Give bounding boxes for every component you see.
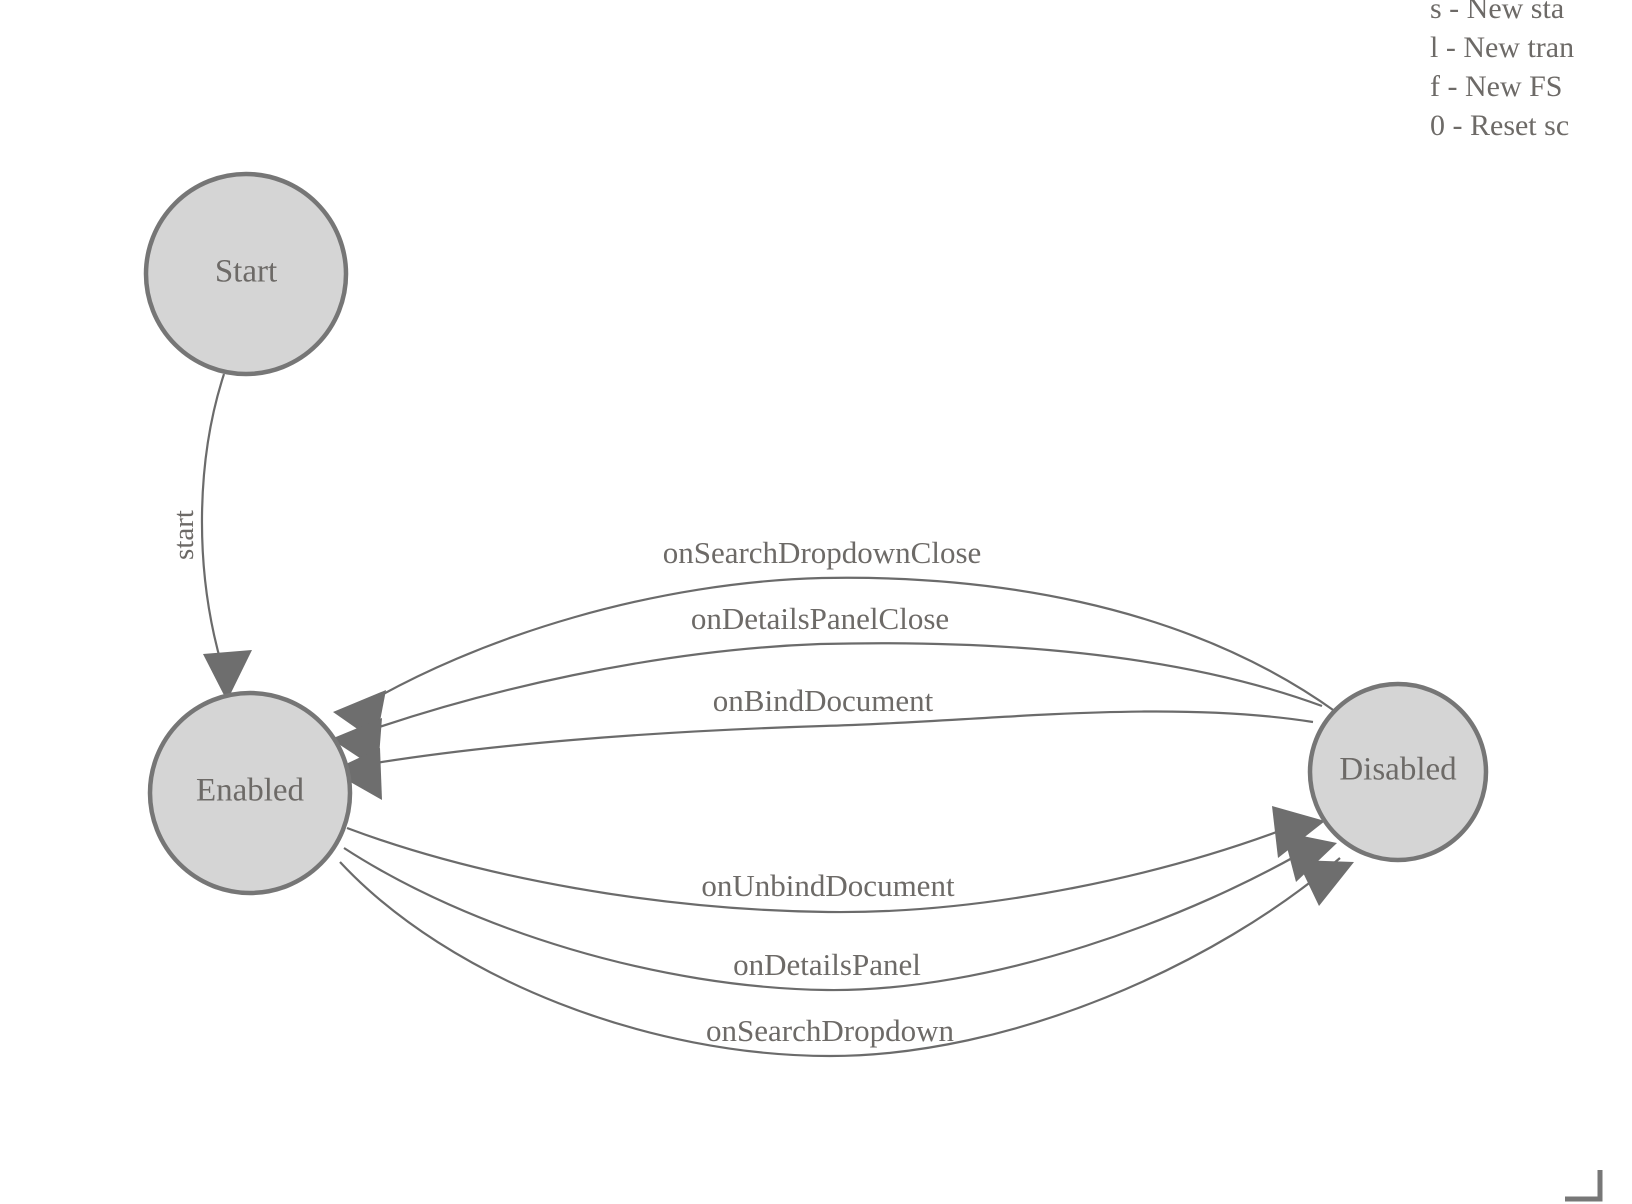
transition-on-search-dropdown-arrowhead (1297, 860, 1354, 906)
help-overlay: s - New sta l - New tran f - New FS 0 - … (1430, 0, 1574, 142)
transition-label-on-details-panel-close[interactable]: onDetailsPanelClose (691, 601, 949, 636)
transition-on-search-dropdown[interactable] (339, 857, 1354, 1058)
edge-layer (200, 373, 1354, 1058)
state-node-start-label: Start (215, 254, 277, 290)
transition-on-details-panel-arrowhead (1283, 832, 1337, 882)
transition-on-unbind-document-path[interactable] (346, 818, 1309, 914)
transition-on-unbind-document-arrowhead (1272, 806, 1325, 858)
transition-on-search-dropdown-path[interactable] (339, 857, 1341, 1058)
state-node-start[interactable]: Start (143, 171, 349, 377)
state-node-disabled-label: Disabled (1339, 752, 1457, 788)
edge-label-layer: start onSearchDropdownClose onDetailsPan… (168, 510, 981, 1048)
transition-label-start[interactable]: start (168, 510, 200, 560)
node-layer: Start Enabled Disabled (143, 171, 1489, 896)
transition-label-on-search-dropdown[interactable]: onSearchDropdown (706, 1013, 954, 1048)
transition-start-path[interactable] (200, 373, 226, 667)
transition-on-details-panel-path[interactable] (343, 841, 1321, 992)
transition-on-unbind-document[interactable] (346, 806, 1325, 914)
transition-on-search-dropdown-close-path[interactable] (351, 576, 1337, 713)
corner-handle-mark[interactable] (1565, 1170, 1603, 1202)
transition-start-arrowhead (203, 650, 252, 701)
state-node-disabled[interactable]: Disabled (1307, 681, 1489, 863)
transition-on-details-panel-close-path[interactable] (347, 642, 1323, 740)
transition-on-details-panel[interactable] (343, 832, 1337, 992)
canvas-corner-handle[interactable] (1565, 1170, 1603, 1202)
transition-label-on-bind-document[interactable]: onBindDocument (713, 683, 934, 718)
transition-on-bind-document-path[interactable] (345, 710, 1314, 770)
transition-start[interactable] (200, 373, 252, 701)
state-node-enabled-label: Enabled (196, 773, 305, 809)
transition-label-on-search-dropdown-close[interactable]: onSearchDropdownClose (663, 535, 982, 570)
transition-on-bind-document-arrowhead (331, 748, 382, 800)
help-line-new-fsm: f - New FS (1430, 70, 1563, 103)
state-node-disabled-circle[interactable] (1307, 681, 1489, 863)
state-node-enabled[interactable]: Enabled (147, 690, 353, 896)
help-line-reset-scale: 0 - Reset sc (1430, 109, 1569, 142)
help-line-new-transition: l - New tran (1430, 31, 1574, 64)
transition-label-on-details-panel[interactable]: onDetailsPanel (733, 947, 921, 982)
state-node-enabled-circle[interactable] (147, 690, 353, 896)
transition-label-on-unbind-document[interactable]: onUnbindDocument (701, 868, 955, 903)
transition-on-bind-document[interactable] (331, 710, 1314, 800)
state-node-start-circle[interactable] (143, 171, 349, 377)
help-line-new-state: s - New sta (1430, 0, 1564, 25)
